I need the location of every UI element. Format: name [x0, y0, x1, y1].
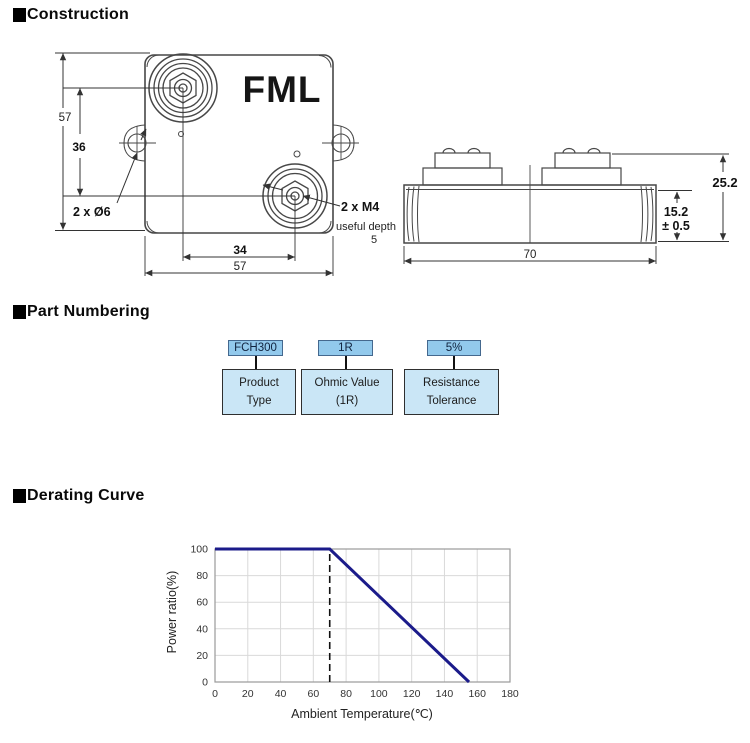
part-label-tolerance: Resistance Tolerance — [404, 369, 499, 415]
part-code-product-type: FCH300 — [228, 340, 283, 356]
derating-curve-chart: 0 20 40 60 80 100 120 140 160 180 0 20 40 60 80 100 Pow… — [165, 544, 519, 722]
svg-text:100: 100 — [370, 688, 388, 700]
x-axis-label: Ambient Temperature(℃) — [291, 707, 433, 721]
dim-width-label: 57 — [234, 261, 247, 273]
construction-drawing: FML 57 36 34 57 2 x Ø6 2 x M4 useful — [55, 52, 738, 277]
svg-text:100: 100 — [190, 544, 208, 556]
part-label-line: Product — [239, 376, 279, 389]
svg-text:60: 60 — [196, 597, 208, 609]
section-title: Derating Curve — [27, 487, 145, 504]
part-code-tolerance: 5% — [427, 340, 481, 356]
section-bullet-icon — [13, 305, 26, 319]
side-terminal-1 — [422, 147, 503, 186]
side-view-dimensions — [403, 153, 729, 265]
dim-hole-h-label: 34 — [233, 243, 247, 257]
terminal-callout: 2 x M4 — [341, 200, 379, 214]
svg-text:160: 160 — [468, 688, 486, 700]
mounting-ear-right — [322, 124, 359, 162]
section-heading-construction: Construction — [13, 6, 129, 24]
section-bullet-icon — [13, 489, 26, 503]
section-title: Construction — [27, 6, 129, 23]
dim-body-height-label: 15.2 — [664, 205, 688, 219]
part-label-line: (1R) — [335, 395, 359, 408]
svg-text:20: 20 — [242, 688, 254, 700]
useful-depth-value: 5 — [371, 234, 377, 246]
part-label-line: Type — [246, 395, 272, 408]
chart-plot-area: 0 20 40 60 80 100 120 140 160 180 0 20 40 60 80 100 — [190, 544, 518, 701]
front-view-dimension-labels: 57 36 34 57 2 x Ø6 2 x M4 useful depth 5 — [59, 112, 396, 273]
svg-text:180: 180 — [501, 688, 519, 700]
part-label-ohmic-value: Ohmic Value (1R) — [301, 369, 393, 415]
svg-text:80: 80 — [196, 570, 208, 582]
svg-text:0: 0 — [202, 677, 208, 689]
svg-text:40: 40 — [275, 688, 287, 700]
part-label-line: Ohmic Value — [314, 376, 380, 389]
front-view: FML — [119, 53, 359, 234]
part-label-line: Tolerance — [426, 395, 477, 408]
section-title: Part Numbering — [27, 303, 150, 320]
svg-text:0: 0 — [212, 688, 218, 700]
pilot-hole — [293, 150, 301, 158]
series-power_ratio — [215, 547, 471, 684]
svg-text:40: 40 — [196, 623, 208, 635]
svg-text:80: 80 — [340, 688, 352, 700]
product-label: FML — [242, 69, 321, 110]
dim-height-label: 57 — [59, 112, 72, 124]
pilot-hole — [178, 131, 184, 137]
section-heading-part-numbering: Part Numbering — [13, 303, 150, 321]
useful-depth-label: useful depth — [336, 221, 396, 233]
dim-hole-v-label: 36 — [72, 140, 86, 154]
svg-text:20: 20 — [196, 650, 208, 662]
side-view-dimension-labels: 25.2 15.2 ± 0.5 70 — [524, 175, 738, 261]
part-code-ohmic-value: 1R — [318, 340, 373, 356]
side-view — [403, 147, 657, 244]
svg-text:120: 120 — [403, 688, 421, 700]
svg-text:140: 140 — [436, 688, 454, 700]
mounting-ear-left — [119, 124, 156, 162]
section-bullet-icon — [13, 8, 26, 22]
part-label-line: Resistance — [423, 376, 480, 389]
dim-body-height-tolerance-label: ± 0.5 — [662, 219, 690, 233]
dim-overall-height-label: 25.2 — [712, 175, 737, 190]
y-axis-label: Power ratio(%) — [165, 571, 179, 654]
connector-line — [255, 356, 257, 369]
connector-line — [345, 356, 347, 369]
part-label-product-type: Product Type — [222, 369, 296, 415]
mount-hole-callout: 2 x Ø6 — [73, 205, 111, 219]
front-view-dimensions — [55, 52, 341, 277]
side-terminal-2 — [541, 147, 622, 186]
svg-text:60: 60 — [307, 688, 319, 700]
dim-side-width-label: 70 — [524, 249, 537, 261]
section-heading-derating: Derating Curve — [13, 487, 145, 505]
connector-line — [453, 356, 455, 369]
